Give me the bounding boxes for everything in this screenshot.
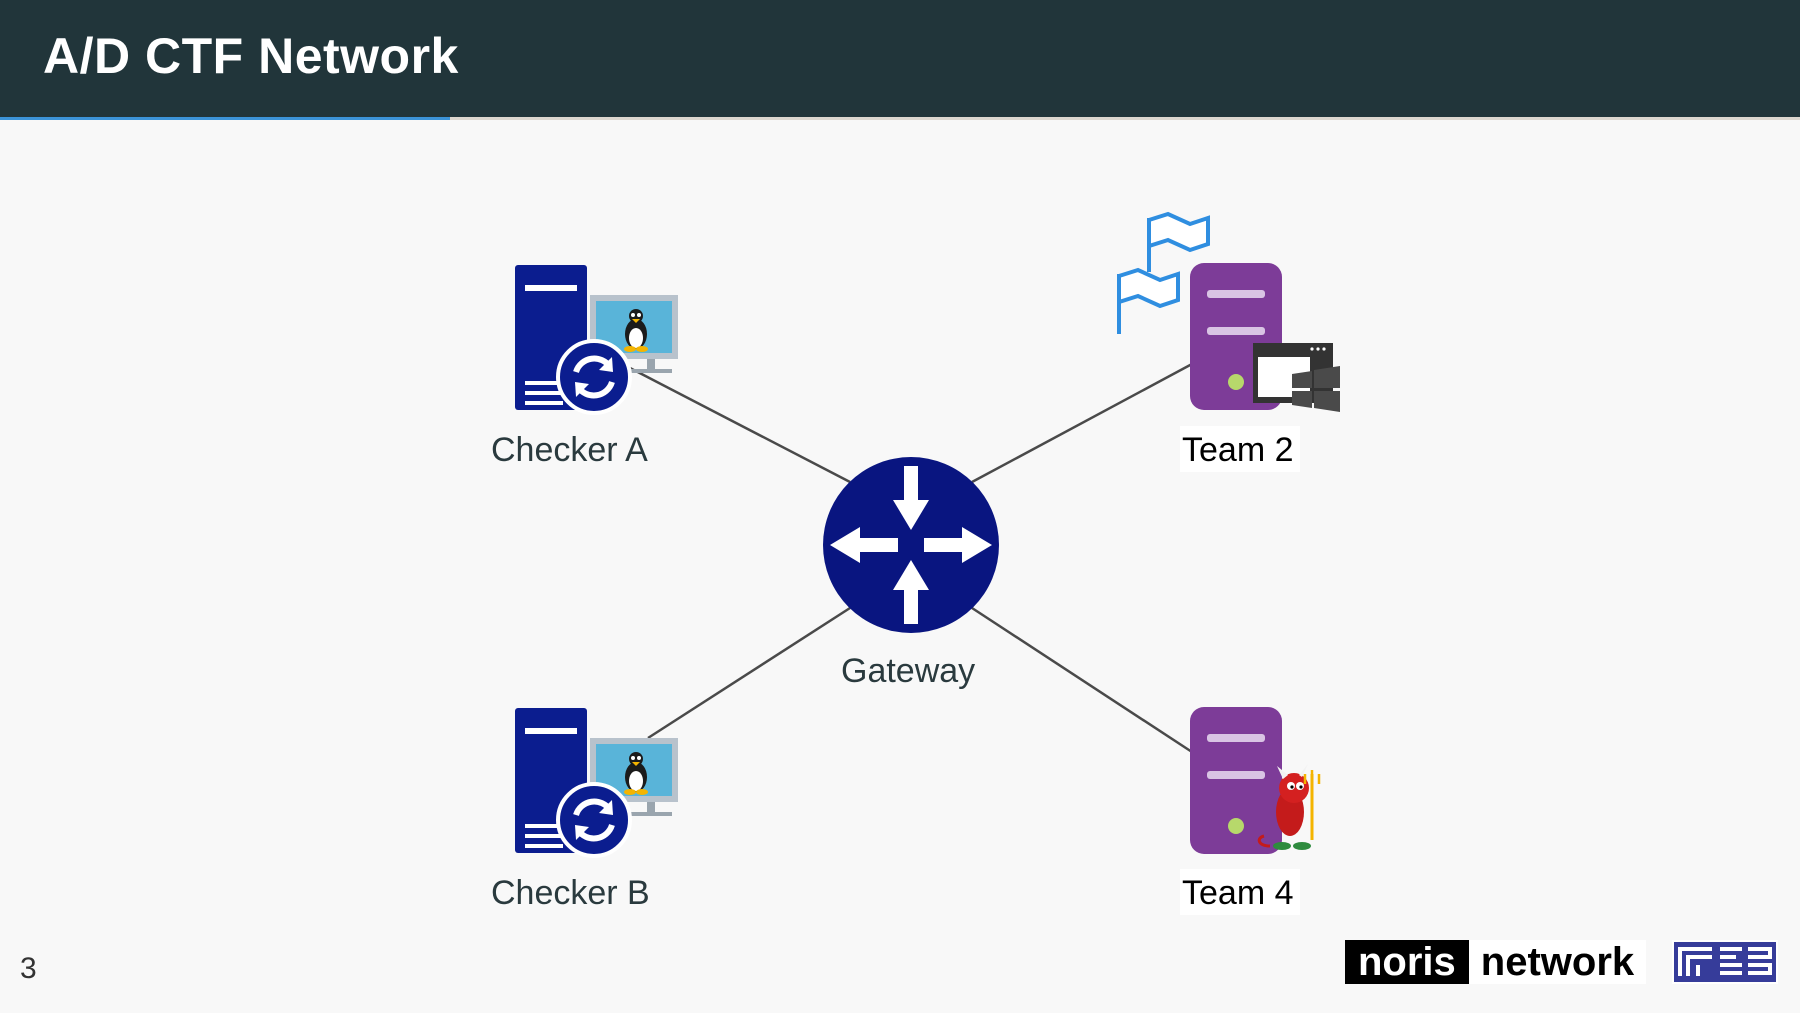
logo-part-a: noris (1345, 940, 1469, 984)
sync-icon (556, 782, 632, 858)
team-2-label: Team 2 (1182, 431, 1294, 469)
team-2-node[interactable]: Team 2 (1117, 211, 1340, 472)
team-4-label-bg (1180, 869, 1300, 915)
page-number: 3 (20, 952, 37, 985)
header-divider (0, 117, 1800, 120)
page-title: A/D CTF Network (43, 28, 459, 84)
checker-a-label: Checker A (491, 431, 648, 469)
link-team-4-gateway (971, 606, 1193, 754)
team-4-label: Team 4 (1182, 874, 1294, 912)
checker-b-node[interactable]: Checker B (491, 708, 678, 912)
linux-monitor-icon (590, 738, 678, 816)
link-checker-a-gateway (629, 366, 851, 484)
checker-a-node[interactable]: Checker A (491, 265, 678, 469)
gateway-node[interactable]: Gateway (823, 457, 999, 690)
router-icon (823, 457, 999, 633)
flag-icon (1117, 211, 1210, 334)
noris-network-logo: noris network (1345, 940, 1647, 984)
team-server-icon (1190, 707, 1282, 854)
checker-b-label: Checker B (491, 874, 650, 912)
link-team-2-gateway (971, 362, 1193, 484)
team-2-label-bg (1180, 426, 1300, 472)
sync-icon (556, 339, 632, 415)
gateway-label: Gateway (841, 652, 975, 690)
header-accent-line (0, 117, 450, 120)
windows-window-icon (1253, 343, 1340, 412)
link-checker-b-gateway (647, 606, 851, 740)
bsd-daemon-icon (1257, 764, 1321, 850)
organization-logo-icon (1672, 940, 1778, 984)
logo-part-b: network (1468, 940, 1647, 984)
header-bar: A/D CTF Network (0, 0, 1800, 117)
team-4-node[interactable]: Team 4 (1180, 707, 1321, 915)
